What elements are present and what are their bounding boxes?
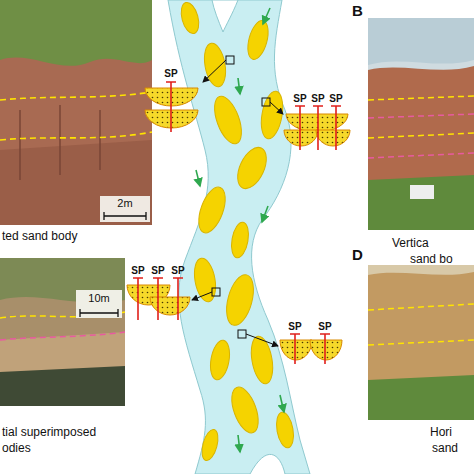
outcrop-photo xyxy=(368,265,474,420)
sp-label: SP xyxy=(311,93,324,104)
sp-label: SP xyxy=(288,321,301,332)
sp-label: SP xyxy=(293,93,306,104)
scale-label: 2m xyxy=(117,197,132,209)
flow-arrow xyxy=(196,8,284,452)
sp-label: SP xyxy=(329,93,342,104)
outcrop-photo xyxy=(0,258,125,406)
photo-caption: sand xyxy=(432,442,458,455)
sp-label: SP xyxy=(318,321,331,332)
photo-caption: Vertica xyxy=(392,237,429,250)
photo-caption: sand bo xyxy=(410,253,453,266)
braided-channel xyxy=(168,0,310,474)
sp-label: SP xyxy=(131,265,144,276)
outcrop-photo xyxy=(0,0,152,225)
sp-well-line xyxy=(133,82,341,364)
sand-body-lens xyxy=(178,0,296,462)
panel-letter: D xyxy=(352,247,363,264)
panel-letter: B xyxy=(352,3,363,20)
scale-label: 10m xyxy=(88,292,109,304)
sp-label: SP xyxy=(171,265,184,276)
photo-caption: odies xyxy=(2,442,31,455)
photo-caption: tial superimposed xyxy=(2,426,96,439)
sp-label: SP xyxy=(164,68,177,79)
photo-caption: Hori xyxy=(430,426,452,439)
outcrop-photo xyxy=(368,18,474,230)
sp-label: SP xyxy=(151,265,164,276)
cross-section-lens xyxy=(127,88,350,360)
callout-leader xyxy=(192,56,283,346)
photo-caption: ted sand body xyxy=(2,230,77,243)
